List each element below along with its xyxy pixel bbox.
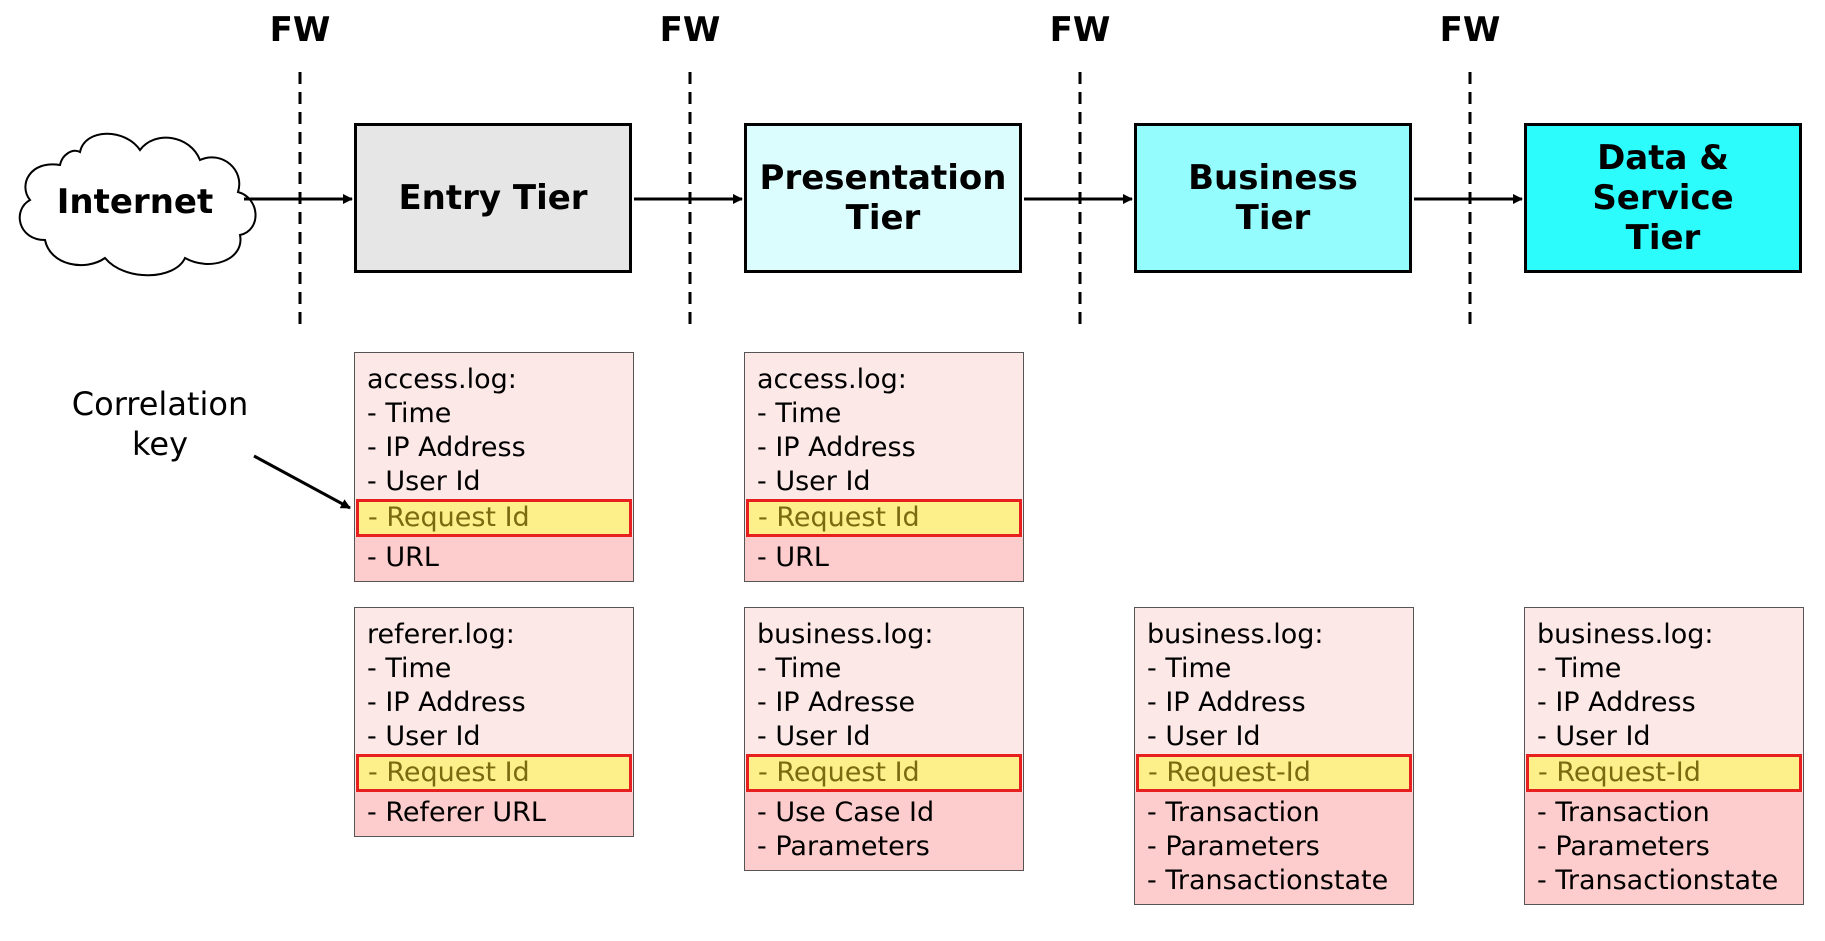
correlation-key-field: - Request-Id [1526,754,1802,792]
log-field: - User Id [757,466,871,497]
fw-label-2: FW [659,10,721,50]
presentation-tier-box: Presentation Tier [744,123,1022,273]
log-field: - Parameters [1537,831,1710,862]
correlation-arrow [253,454,351,510]
log-field: - Referer URL [367,797,546,828]
data-service-tier-label: Data & Service Tier [1592,138,1734,258]
log-field: - User Id [1147,721,1261,752]
log-field: - Time [757,653,842,684]
log-extra-fields: - URL [355,537,633,581]
fw-label-3: FW [1049,10,1111,50]
log-extra-fields: - Referer URL [355,792,633,836]
business-tier-box: Business Tier [1134,123,1412,273]
log-field: - Transactionstate [1537,865,1779,896]
log-field: - Parameters [1147,831,1320,862]
internet-label: Internet [56,182,214,222]
log-field: - Transaction [1147,797,1320,828]
log-title: access.log: [367,364,517,395]
entry-referer-log: referer.log:- Time- IP Address- User Id-… [354,607,634,837]
log-title: business.log: [757,619,934,650]
log-extra-fields: - Use Case Id- Parameters [745,792,1023,870]
entry-tier-box: Entry Tier [354,123,632,273]
log-field: - URL [757,542,829,573]
log-field: - IP Adresse [757,687,916,718]
data-service-tier-box: Data & Service Tier [1524,123,1802,273]
log-extra-fields: - Transaction- Parameters- Transactionst… [1525,792,1803,904]
correlation-key-field: - Request Id [356,754,632,792]
log-title: referer.log: [367,619,515,650]
log-field: - Time [367,398,452,429]
log-field: - User Id [1537,721,1651,752]
log-title: business.log: [1537,619,1714,650]
business-tier-label: Business Tier [1188,158,1358,238]
correlation-key-field: - Request-Id [1136,754,1412,792]
entry-access-log: access.log:- Time- IP Address- User Id- … [354,352,634,582]
correlation-key-label: Correlation key [71,385,249,463]
presentation-tier-label: Presentation Tier [759,158,1007,238]
log-extra-fields: - Transaction- Parameters- Transactionst… [1135,792,1413,904]
business-business-log: business.log:- Time- IP Address- User Id… [1134,607,1414,905]
presentation-business-log: business.log:- Time- IP Adresse- User Id… [744,607,1024,871]
log-field: - Transactionstate [1147,865,1389,896]
data-business-log: business.log:- Time- IP Address- User Id… [1524,607,1804,905]
correlation-key-field: - Request Id [746,754,1022,792]
log-field: - Time [367,653,452,684]
log-field: - IP Address [757,432,916,463]
log-field: - URL [367,542,439,573]
log-field: - Transaction [1537,797,1710,828]
log-field: - IP Address [367,687,526,718]
log-field: - IP Address [1537,687,1696,718]
log-title: business.log: [1147,619,1324,650]
log-field: - Use Case Id [757,797,935,828]
log-field: - IP Address [367,432,526,463]
correlation-key-field: - Request Id [356,499,632,537]
log-field: - Time [757,398,842,429]
log-field: - Time [1147,653,1232,684]
correlation-key-field: - Request Id [746,499,1022,537]
log-title: access.log: [757,364,907,395]
cloud-icon [18,132,257,277]
log-field: - User Id [367,466,481,497]
log-field: - Time [1537,653,1622,684]
log-field: - IP Address [1147,687,1306,718]
log-field: - User Id [757,721,871,752]
fw-label-1: FW [269,10,331,50]
presentation-access-log: access.log:- Time- IP Address- User Id- … [744,352,1024,582]
log-extra-fields: - URL [745,537,1023,581]
entry-tier-label: Entry Tier [398,178,588,218]
log-field: - User Id [367,721,481,752]
fw-label-4: FW [1439,10,1501,50]
log-field: - Parameters [757,831,930,862]
